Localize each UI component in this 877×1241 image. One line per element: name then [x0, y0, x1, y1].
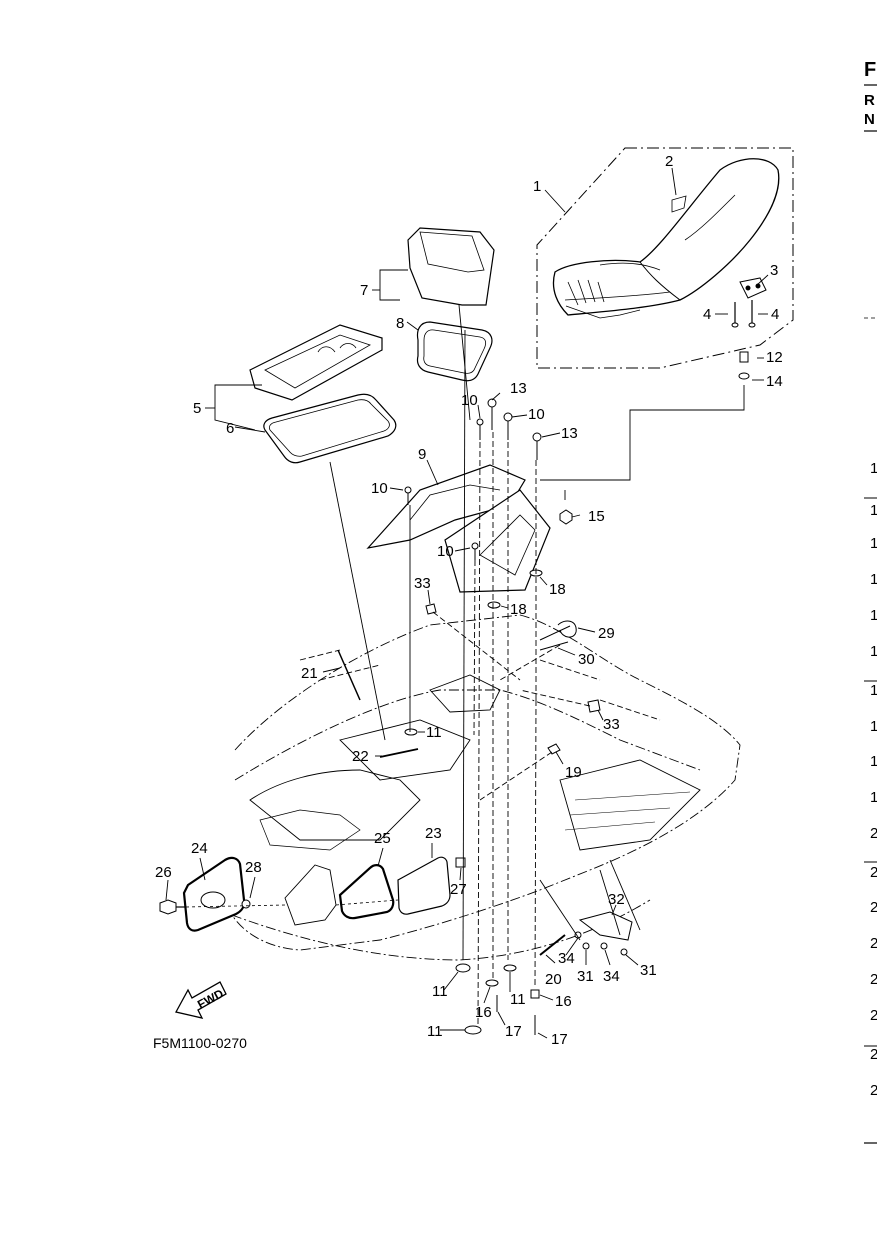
seat-assembly: [536, 147, 794, 369]
callout-13: 13: [510, 380, 527, 397]
row-mark: 1: [870, 502, 877, 519]
callout-31: 31: [577, 968, 594, 985]
callout-8: 8: [396, 315, 404, 332]
callout-23: 23: [425, 825, 442, 842]
callout-31: 31: [640, 962, 657, 979]
row-mark: 2: [870, 1007, 877, 1024]
callout-1: 1: [533, 178, 541, 195]
callout-7: 7: [360, 282, 368, 299]
callout-17: 17: [551, 1031, 568, 1048]
row-mark: 1: [870, 571, 877, 588]
callout-21: 21: [301, 665, 318, 682]
row-mark: 2: [870, 935, 877, 952]
row-mark: 1: [870, 535, 877, 552]
fwd-arrow: FWD: [175, 981, 227, 1019]
row-mark: 1: [870, 607, 877, 624]
callout-34: 34: [558, 950, 575, 967]
callout-16: 16: [555, 993, 572, 1010]
callout-2: 2: [665, 153, 673, 170]
callout-labels: 1 2 3 4 4 5 6 7 8 9 10 10 10 10 11 11 11…: [155, 153, 783, 1048]
callout-17: 17: [505, 1023, 522, 1040]
row-mark: 2: [870, 899, 877, 916]
callout-10: 10: [461, 392, 478, 409]
callout-11: 11: [427, 1023, 443, 1040]
row-mark: 1: [870, 718, 877, 735]
callout-11: 11: [426, 724, 442, 741]
callout-29: 29: [598, 625, 615, 642]
tray: [249, 324, 397, 464]
callout-9: 9: [418, 446, 426, 463]
callout-28: 28: [245, 859, 262, 876]
callout-18: 18: [510, 601, 527, 618]
callout-32: 32: [608, 891, 625, 908]
header-letter-n: N: [864, 111, 875, 128]
callout-11: 11: [432, 983, 448, 1000]
callout-16: 16: [475, 1004, 492, 1021]
storage-bin: [407, 227, 495, 382]
header-letter-f: F: [864, 59, 876, 81]
callout-4: 4: [703, 306, 711, 323]
callout-15: 15: [588, 508, 605, 525]
callout-10: 10: [371, 480, 388, 497]
callout-13: 13: [561, 425, 578, 442]
callout-14: 14: [766, 373, 783, 390]
callout-4: 4: [771, 306, 779, 323]
row-mark: 1: [870, 753, 877, 770]
callout-33: 33: [603, 716, 620, 733]
callout-5: 5: [193, 400, 201, 417]
callout-10: 10: [437, 543, 454, 560]
leader-lines: [165, 167, 769, 1039]
callout-24: 24: [191, 840, 208, 857]
callout-25: 25: [374, 830, 391, 847]
access-covers: [159, 856, 466, 932]
callout-27: 27: [450, 881, 467, 898]
row-mark: 2: [870, 864, 877, 881]
header-letter-r: R: [864, 92, 875, 109]
parts-list-column: F R N 1 1 1 1 1 1 1 1 1 1 2 2 2 2 2 2 2 …: [864, 59, 877, 1144]
callout-3: 3: [770, 262, 778, 279]
row-mark: 2: [870, 825, 877, 842]
callout-30: 30: [578, 651, 595, 668]
callout-12: 12: [766, 349, 783, 366]
row-mark: 1: [870, 682, 877, 699]
callout-6: 6: [226, 420, 234, 437]
row-mark: 1: [870, 643, 877, 660]
hardware: [337, 351, 750, 1035]
bracket-9: [366, 464, 551, 593]
row-mark: 2: [870, 971, 877, 988]
row-mark: 2: [870, 1082, 877, 1099]
callout-26: 26: [155, 864, 172, 881]
callout-20: 20: [545, 971, 562, 988]
callout-10: 10: [528, 406, 545, 423]
row-mark: 2: [870, 1046, 877, 1063]
callout-33: 33: [414, 575, 431, 592]
callout-34: 34: [603, 968, 620, 985]
callout-19: 19: [565, 764, 582, 781]
callout-18: 18: [549, 581, 566, 598]
row-mark: 1: [870, 460, 877, 477]
callout-22: 22: [352, 748, 369, 765]
callout-11: 11: [510, 991, 526, 1008]
figure-code: F5M1100-0270: [153, 1035, 247, 1051]
row-mark: 1: [870, 789, 877, 806]
